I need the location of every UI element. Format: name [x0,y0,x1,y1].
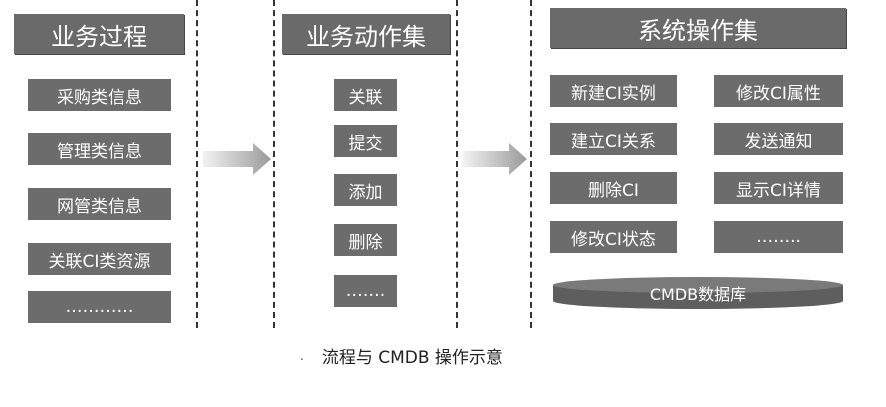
system-operation-item: 新建CI实例 [550,75,677,107]
right-arrow-icon [463,143,527,175]
system-operation-item: 修改CI状态 [550,221,677,253]
business-process-item: 关联CI类资源 [28,243,171,275]
system-operation-item: 发送通知 [714,123,843,155]
separator-line [196,0,198,328]
system-operation-item: 删除CI [550,172,677,204]
business-process-item: 采购类信息 [28,79,171,111]
system-operation-item: 建立CI关系 [550,123,677,155]
system-operation-header: 系统操作集 [550,8,846,48]
business-action-item: ……. [334,275,397,307]
system-operation-item: 显示CI详情 [714,172,843,204]
business-process-header: 业务过程 [14,14,184,54]
business-process-item: 管理类信息 [28,133,171,165]
cmdb-database: CMDB数据库 [549,275,847,311]
caption-mark: . [300,348,304,363]
business-action-item: 关联 [334,79,397,111]
right-arrow-icon [203,143,271,175]
separator-line [456,0,458,328]
database-label: CMDB数据库 [649,285,747,304]
separator-line [530,0,532,328]
system-operation-item: 修改CI属性 [714,75,843,107]
business-action-item: 提交 [334,125,397,157]
database-icon [553,277,843,309]
business-action-item: 添加 [334,174,397,206]
business-action-header: 业务动作集 [282,14,450,54]
business-action-item: 删除 [334,224,397,256]
business-process-item: ………… [28,291,171,323]
system-operation-item: …….. [714,221,843,253]
figure-caption: . 流程与 CMDB 操作示意 [300,343,600,368]
caption-text: 流程与 CMDB 操作示意 [321,348,503,368]
separator-line [273,0,275,328]
business-process-item: 网管类信息 [28,188,171,220]
